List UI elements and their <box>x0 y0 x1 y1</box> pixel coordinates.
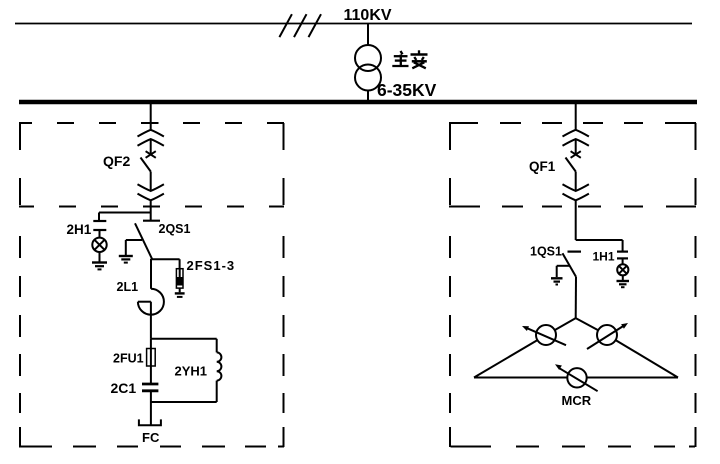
svg-text:MCR: MCR <box>562 393 592 408</box>
svg-text:1H1: 1H1 <box>593 250 615 264</box>
svg-text:2FU1: 2FU1 <box>113 352 144 366</box>
svg-text:110KV: 110KV <box>344 7 392 24</box>
svg-text:QF1: QF1 <box>529 159 556 174</box>
svg-text:2H1: 2H1 <box>67 222 92 237</box>
svg-text:2FS1-3: 2FS1-3 <box>187 258 236 273</box>
svg-text:FC: FC <box>142 430 160 445</box>
svg-text:2YH1: 2YH1 <box>175 364 208 379</box>
svg-text:1QS1: 1QS1 <box>530 245 562 259</box>
svg-text:2L1: 2L1 <box>117 280 139 294</box>
svg-text:2QS1: 2QS1 <box>159 222 191 236</box>
svg-text:QF2: QF2 <box>103 153 130 169</box>
svg-text:6-35KV: 6-35KV <box>377 80 437 100</box>
svg-text:2C1: 2C1 <box>111 380 137 396</box>
